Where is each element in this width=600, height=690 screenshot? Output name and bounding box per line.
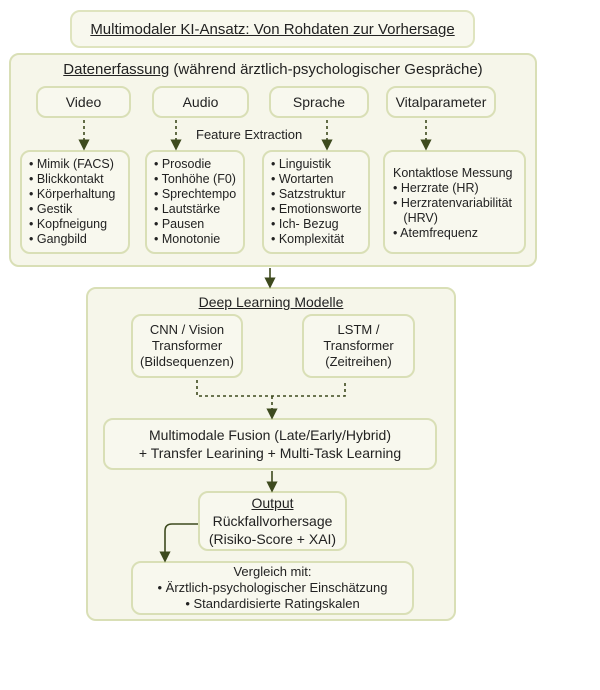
feature-item: • Atemfrequenz (393, 226, 478, 240)
model-line: Transformer (323, 338, 394, 353)
modality-audio: Audio (152, 86, 249, 118)
model-lstm-transformer: LSTM / Transformer (Zeitreihen) (302, 314, 415, 378)
feature-item: • Kopfneigung (29, 217, 108, 231)
modality-label: Video (65, 94, 102, 110)
output-line: Rückfallvorhersage (212, 513, 333, 529)
model-line: (Zeitreihen) (325, 354, 392, 369)
data-collection-heading-sub: (während ärztlich-psychologischer Gesprä… (169, 61, 483, 78)
feature-item: • Wortarten (271, 172, 334, 186)
features-video: • Mimik (FACS) • Blickkontakt • Körperha… (20, 150, 130, 254)
feature-item: (HRV) (393, 211, 438, 225)
fusion-line: + Transfer Learining + Multi-Task Learni… (138, 445, 402, 461)
feature-item: • Pausen (154, 217, 205, 231)
comparison-item: • Ärztlich-psychologischer Einschätzung (157, 580, 388, 595)
feature-intro: Kontaktlose Messung (393, 166, 513, 180)
feature-item: • Lautstärke (154, 202, 221, 216)
comparison-heading: Vergleich mit: (233, 564, 312, 579)
comparison-item: • Standardisierte Ratingskalen (185, 596, 360, 611)
modality-video: Video (36, 86, 131, 118)
feature-item: • Sprechtempo (154, 187, 237, 201)
feature-item: • Linguistik (271, 157, 331, 171)
output-heading: Output (251, 495, 294, 511)
fusion-line: Multimodale Fusion (Late/Early/Hybrid) (149, 427, 391, 443)
features-vitalparameter: Kontaktlose Messung • Herzrate (HR) • He… (383, 150, 526, 254)
model-cnn-vision-transformer: CNN / Vision Transformer (Bildsequenzen) (131, 314, 243, 378)
modality-sprache: Sprache (269, 86, 369, 118)
feature-item: • Herzratenvariabilität (393, 196, 513, 210)
feature-item: • Herzrate (HR) (393, 181, 479, 195)
features-sprache: • Linguistik • Wortarten • Satzstruktur … (262, 150, 370, 254)
diagram-title: Multimodaler KI-Ansatz: Von Rohdaten zur… (90, 20, 455, 38)
feature-item: • Monotonie (154, 232, 221, 246)
feature-list: Kontaktlose Messung • Herzrate (HR) • He… (393, 166, 513, 241)
title-box: Multimodaler KI-Ansatz: Von Rohdaten zur… (70, 10, 475, 48)
modality-label: Audio (182, 94, 219, 110)
modality-label: Sprache (292, 94, 346, 110)
feature-item: • Gestik (29, 202, 73, 216)
fusion-box: Multimodale Fusion (Late/Early/Hybrid) +… (103, 418, 437, 470)
feature-list: • Prosodie • Tonhöhe (F0) • Sprechtempo … (154, 157, 236, 247)
output-line: (Risiko-Score + XAI) (208, 531, 337, 547)
comparison-box: Vergleich mit: • Ärztlich-psychologische… (131, 561, 414, 615)
feature-item: • Mimik (FACS) (29, 157, 114, 171)
feature-item: • Gangbild (29, 232, 87, 246)
feature-item: • Satzstruktur (271, 187, 346, 201)
data-collection-heading-main: Datenerfassung (63, 61, 170, 78)
feature-list: • Mimik (FACS) • Blickkontakt • Körperha… (29, 157, 115, 247)
data-collection-heading: Datenerfassung (während ärztlich-psychol… (11, 60, 535, 79)
feature-item: • Blickkontakt (29, 172, 104, 186)
feature-extraction-label: Feature Extraction (196, 127, 303, 142)
feature-item: • Prosodie (154, 157, 212, 171)
feature-item: • Emotionsworte (271, 202, 362, 216)
model-line: CNN / Vision (149, 322, 225, 337)
feature-item: • Ich- Bezug (271, 217, 339, 231)
modality-label: Vitalparameter (395, 94, 487, 110)
model-line: LSTM / (337, 322, 380, 337)
model-line: Transformer (151, 338, 223, 353)
modality-vitalparameter: Vitalparameter (386, 86, 496, 118)
features-audio: • Prosodie • Tonhöhe (F0) • Sprechtempo … (145, 150, 245, 254)
output-box: Output Rückfallvorhersage (Risiko-Score … (198, 491, 347, 551)
feature-item: • Komplexität (271, 232, 345, 246)
deep-learning-heading: Deep Learning Modelle (198, 294, 344, 310)
deep-learning-heading-wrap: Deep Learning Modelle (88, 293, 454, 311)
feature-item: • Tonhöhe (F0) (154, 172, 236, 186)
feature-list: • Linguistik • Wortarten • Satzstruktur … (271, 157, 362, 247)
model-line: (Bildsequenzen) (140, 354, 234, 369)
feature-item: • Körperhaltung (29, 187, 116, 201)
